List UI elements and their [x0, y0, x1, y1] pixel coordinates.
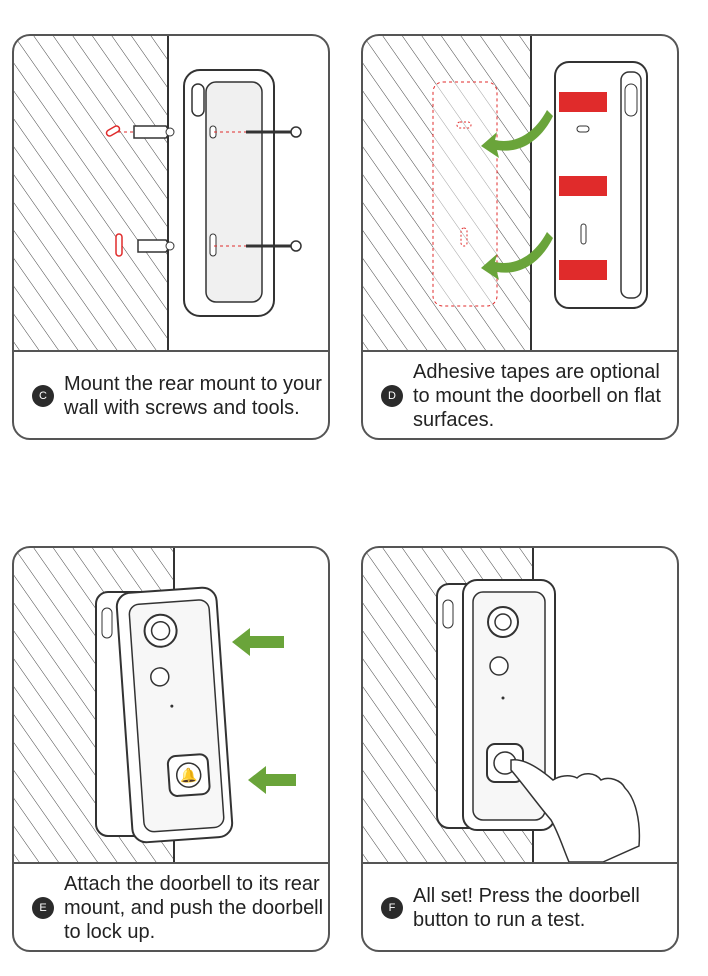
- rear-mount-plate: [183, 69, 275, 317]
- caption-text-c: Mount the rear mount to your wall with s…: [64, 373, 322, 419]
- mount-outline: [432, 81, 498, 307]
- step-badge-e: E: [32, 897, 54, 919]
- illustration-mount-rear-mount: [14, 36, 328, 352]
- caption-f: F All set! Press the doorbell button to …: [363, 864, 677, 950]
- adhesive-tape-top: [559, 92, 607, 112]
- wall-hatch: [14, 36, 168, 350]
- screw-bottom: [214, 240, 302, 252]
- illustration-adhesive-tapes: [363, 36, 677, 352]
- arrow-icon-top: [232, 628, 284, 656]
- bell-icon: 🔔: [179, 767, 198, 785]
- adhesive-tape-middle: [559, 176, 607, 196]
- caption-d: D Adhesive tapes are optional to mount t…: [363, 352, 677, 438]
- step-card-d: D Adhesive tapes are optional to mount t…: [361, 34, 679, 440]
- step-card-e: 🔔 E Attach the doorbell to its rear moun…: [12, 546, 330, 952]
- rear-mount-back: [554, 61, 648, 309]
- step-card-c: C Mount the rear mount to your wall with…: [12, 34, 330, 440]
- arrow-icon-bottom: [481, 232, 553, 280]
- finger-hand-icon: [510, 759, 641, 862]
- wall-anchor-bottom: [115, 233, 175, 257]
- arrow-icon-top: [481, 110, 553, 158]
- step-card-f: F All set! Press the doorbell button to …: [361, 546, 679, 952]
- illustration-attach-doorbell: 🔔: [14, 548, 328, 864]
- doorbell-body: 🔔: [115, 586, 234, 844]
- caption-text-d: Adhesive tapes are optional to mount the…: [413, 361, 661, 431]
- caption-text-f: All set! Press the doorbell button to ru…: [413, 885, 640, 931]
- wall-anchor-top: [105, 125, 175, 139]
- step-badge-f: F: [381, 897, 403, 919]
- caption-c: C Mount the rear mount to your wall with…: [14, 352, 328, 438]
- caption-text-e: Attach the doorbell to its rear mount, a…: [64, 873, 324, 943]
- screw-top: [214, 126, 302, 138]
- sensor-icon: [150, 667, 170, 687]
- sensor-icon: [489, 656, 509, 676]
- adhesive-tape-bottom: [559, 260, 607, 280]
- illustration-press-doorbell: [363, 548, 677, 864]
- step-badge-c: C: [32, 385, 54, 407]
- step-badge-d: D: [381, 385, 403, 407]
- arrow-icon-bottom: [248, 766, 296, 794]
- caption-e: E Attach the doorbell to its rear mount,…: [14, 864, 328, 950]
